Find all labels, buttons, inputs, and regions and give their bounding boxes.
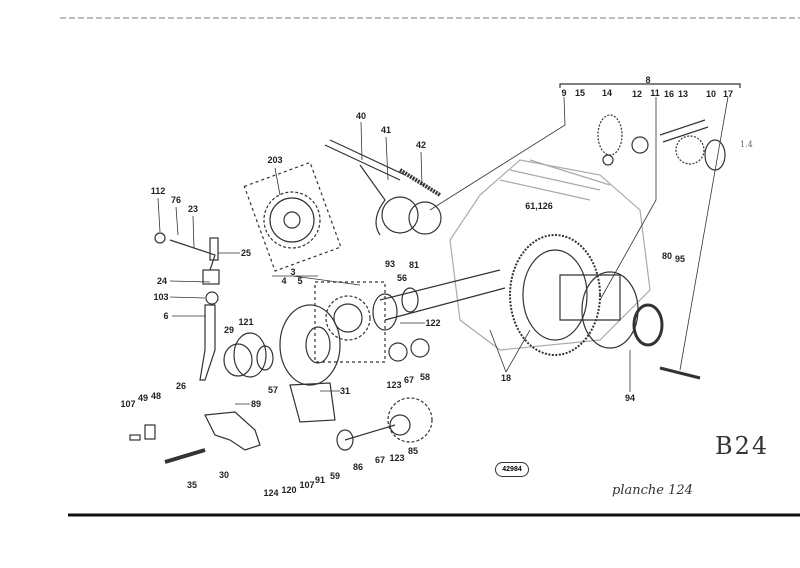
- part-label: 15: [574, 88, 586, 98]
- part-label: 94: [624, 393, 636, 403]
- part-label: 10: [705, 89, 717, 99]
- leader-lines: [157, 96, 729, 405]
- part-label: 107: [120, 399, 136, 409]
- part-label: 14: [601, 88, 613, 98]
- part-label: 16: [663, 89, 675, 99]
- part-label: 6: [163, 311, 169, 321]
- part-label: 81: [408, 260, 420, 270]
- part-label: 57: [267, 385, 279, 395]
- gear-203: [243, 161, 342, 272]
- part-label: 93: [384, 259, 396, 269]
- part-label: 80: [661, 251, 673, 261]
- part-label: 25: [240, 248, 252, 258]
- figure-number-badge: 42984: [495, 462, 529, 477]
- part-label: 23: [187, 204, 199, 214]
- part-label: 17: [722, 89, 734, 99]
- part-label: 11: [650, 88, 660, 98]
- part-label: 40: [355, 111, 367, 121]
- part-label: 61,126: [525, 201, 553, 211]
- crown-wheel-18: [509, 234, 601, 356]
- gear-cluster-3: [314, 281, 386, 363]
- part-label: 86: [352, 462, 364, 472]
- part-label: 35: [186, 480, 198, 490]
- gear-85: [336, 397, 433, 451]
- part-label: 31: [339, 386, 351, 396]
- hub-29-121: [223, 332, 274, 378]
- part-label: 24: [156, 276, 168, 286]
- part-label: 124: [263, 488, 279, 498]
- part-label: 103: [153, 292, 169, 302]
- part-label: 49: [137, 393, 149, 403]
- part-label: 9: [561, 88, 567, 98]
- part-label: 4: [281, 276, 287, 286]
- part-label: 41: [380, 125, 392, 135]
- part-label: 203: [267, 155, 283, 165]
- part-label: 3: [290, 267, 296, 277]
- lever-30: [129, 411, 261, 464]
- shift-fork-assembly: [324, 139, 442, 236]
- friction-pad-31: [289, 382, 336, 423]
- bracket-8: [559, 83, 741, 88]
- part-label: 18: [500, 373, 512, 383]
- part-label: 107: [299, 480, 315, 490]
- part-label: 12: [631, 89, 643, 99]
- part-label: 85: [407, 446, 419, 456]
- part-label: 30: [218, 470, 230, 480]
- part-label: 76: [170, 195, 182, 205]
- main-shaft: [372, 269, 506, 331]
- part-label: 42: [415, 140, 427, 150]
- part-label: 89: [250, 399, 262, 409]
- handwritten-page-note: planche 124: [612, 483, 693, 498]
- part-label: 91: [314, 475, 326, 485]
- part-label: 29: [223, 325, 235, 335]
- part-label: 67: [374, 455, 386, 465]
- part-label: 112: [150, 186, 166, 196]
- pin-17: [659, 366, 701, 380]
- part-label: 26: [175, 381, 187, 391]
- part-label: 123: [386, 380, 402, 390]
- part-label: 56: [396, 273, 408, 283]
- part-label: 8: [645, 75, 651, 85]
- part-label: 58: [419, 372, 431, 382]
- part-label: 120: [281, 485, 297, 495]
- differential-housing: [559, 271, 664, 349]
- clutch-disc-5: [279, 304, 341, 386]
- part-label: 122: [425, 318, 441, 328]
- part-label: 123: [389, 453, 405, 463]
- part-label: 48: [150, 391, 162, 401]
- part-label: 121: [238, 317, 254, 327]
- part-label: 67: [403, 375, 415, 385]
- bearing-123-58: [388, 338, 430, 362]
- part-label: 59: [329, 471, 341, 481]
- part-label: 95: [674, 254, 686, 264]
- sheet-reference: B24: [715, 432, 770, 460]
- selector-linkage: [154, 232, 220, 381]
- part-label: 13: [677, 89, 689, 99]
- part-label: 5: [297, 276, 303, 286]
- differential-gears: [597, 114, 726, 171]
- transmission-housing: [449, 159, 651, 351]
- margin-note: 1.4: [740, 140, 753, 149]
